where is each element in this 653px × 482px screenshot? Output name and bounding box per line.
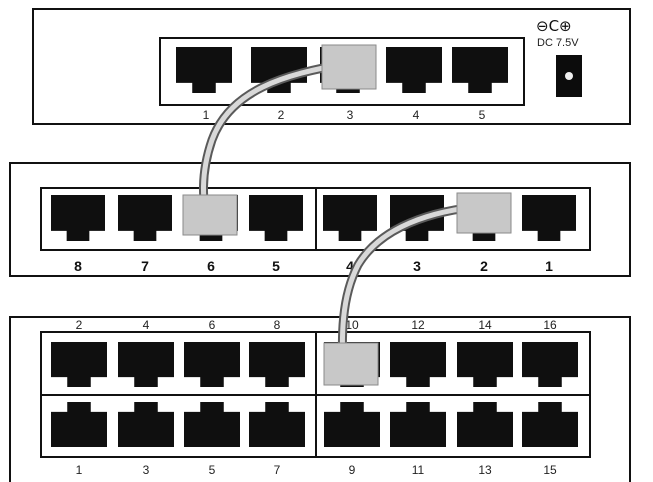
switch-16-port-port-label-top: 12	[411, 318, 425, 332]
cable-b2-to-c10	[337, 201, 492, 383]
switch-8-port-port-label: 4	[346, 258, 354, 274]
switch-8-port-port-label: 1	[545, 258, 553, 274]
switch-16-port-port-5[interactable]	[184, 402, 240, 447]
switch-5-port-port-label: 1	[203, 108, 210, 122]
cable-plug-switch-8-port-6[interactable]	[182, 194, 238, 236]
power-input: ⊖C⊕ DC 7.5V	[536, 17, 582, 97]
switch-16-port-port-label-top: 14	[478, 318, 492, 332]
dc-voltage-label: DC 7.5V	[537, 37, 579, 49]
switch-16-port-port-4[interactable]	[118, 342, 174, 387]
switch-16-port-port-11[interactable]	[390, 402, 446, 447]
switch-16-port-port-9[interactable]	[324, 402, 380, 447]
switch-16-port-port-14[interactable]	[457, 342, 513, 387]
switch-5-port-port-1[interactable]	[176, 47, 232, 93]
switch-16-port-port-label-bottom: 5	[209, 463, 216, 477]
switch-8-port-port-4[interactable]	[323, 195, 377, 241]
switch-16-port-port-12[interactable]	[390, 342, 446, 387]
switch-16-port-port-6[interactable]	[184, 342, 240, 387]
switch-16-port-port-1[interactable]	[51, 402, 107, 447]
switch-16-port-port-label-bottom: 9	[349, 463, 356, 477]
switch-8-port-port-1[interactable]	[522, 195, 576, 241]
switch-16-port-port-label-top: 8	[274, 318, 281, 332]
switch-8-port-port-label: 3	[413, 258, 421, 274]
switch-8-port-port-label: 2	[480, 258, 488, 274]
switch-5-port-port-4[interactable]	[386, 47, 442, 93]
switch-16-port-port-label-bottom: 1	[76, 463, 83, 477]
switch-5-port-port-label: 5	[479, 108, 486, 122]
switch-8-port-port-label: 7	[141, 258, 149, 274]
cable-plug-switch-5-port-3[interactable]	[321, 44, 377, 90]
dc-polarity-symbol: ⊖C⊕	[536, 17, 572, 35]
switch-16-port-port-label-top: 10	[345, 318, 359, 332]
switch-16-port-port-label-bottom: 13	[478, 463, 492, 477]
switch-16-port-port-label-bottom: 15	[543, 463, 557, 477]
switch-5-port-port-label: 2	[278, 108, 285, 122]
switch-8-port-port-7[interactable]	[118, 195, 172, 241]
cable-plug-switch-8-port-2[interactable]	[456, 192, 512, 234]
switch-5-port-port-label: 4	[413, 108, 420, 122]
switch-16-port-port-15[interactable]	[522, 402, 578, 447]
switch-8-port-port-5[interactable]	[249, 195, 303, 241]
switch-16-port-port-16[interactable]	[522, 342, 578, 387]
switch-16-port-port-label-top: 16	[543, 318, 557, 332]
switch-16-port-port-label-bottom: 3	[143, 463, 150, 477]
switch-16-port-port-label-bottom: 11	[412, 463, 425, 477]
switch-8-port-port-label: 8	[74, 258, 82, 274]
switch-16-port-port-2[interactable]	[51, 342, 107, 387]
switch-16-port-port-3[interactable]	[118, 402, 174, 447]
switch-8-port-port-label: 5	[272, 258, 280, 274]
switch-16-port-port-label-top: 2	[76, 318, 83, 332]
switch-5-port-port-label: 3	[347, 108, 354, 122]
switch-16-port-port-13[interactable]	[457, 402, 513, 447]
cable-plug-switch-16-port-10[interactable]	[323, 342, 379, 386]
switch-16-port-port-7[interactable]	[249, 402, 305, 447]
switch-8-port-port-label: 6	[207, 258, 215, 274]
switch-16-port-port-label-bottom: 7	[274, 463, 281, 477]
switch-8-port-port-8[interactable]	[51, 195, 105, 241]
switch-16-port-port-label-top: 4	[143, 318, 150, 332]
dc-power-jack-pin	[565, 72, 573, 80]
switch-16-port-port-8[interactable]	[249, 342, 305, 387]
switch-5-port-port-5[interactable]	[452, 47, 508, 93]
switch-8-port: 8 7 6 5 4 3 2 1	[9, 162, 631, 277]
switch-16-port-port-label-top: 6	[209, 318, 216, 332]
